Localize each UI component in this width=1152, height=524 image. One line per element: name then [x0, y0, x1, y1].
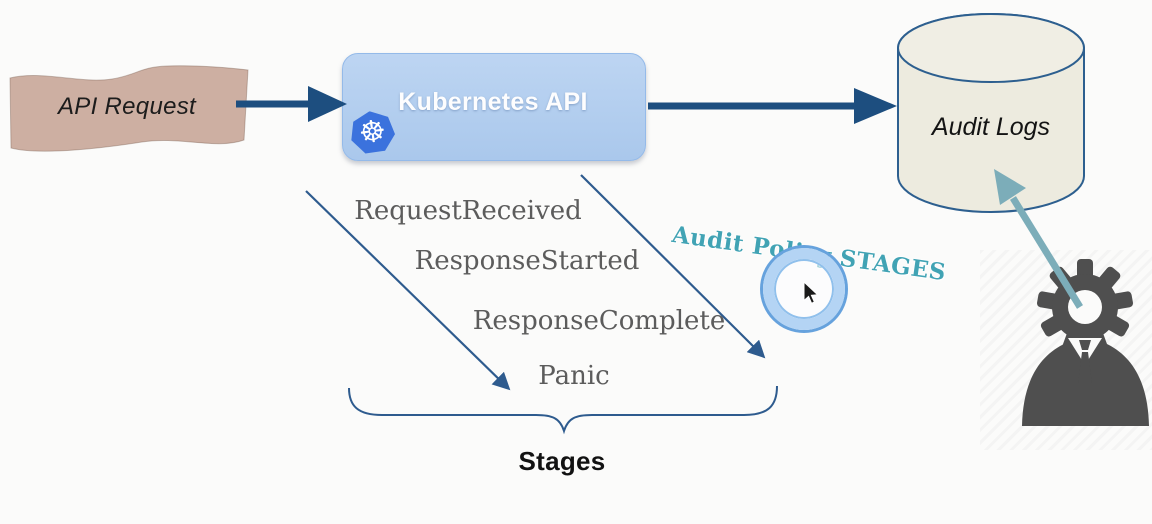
- person-body: [1022, 336, 1149, 426]
- stage-label-request-received: RequestReceived: [354, 196, 582, 226]
- api-request-label: API Request: [57, 93, 197, 120]
- stages-group-label: Stages: [518, 446, 606, 476]
- stage-arrow-right: [580, 174, 766, 359]
- flow-arrow-api-to-logs: [648, 88, 897, 124]
- stage-label-panic: Panic: [538, 361, 610, 391]
- audit-logs-cylinder: [897, 13, 1085, 213]
- stage-arrow-left: [305, 190, 511, 391]
- stages-brace: [348, 385, 778, 435]
- admin-arrow-to-logs: [994, 169, 1083, 309]
- kubernetes-api-label: Kubernetes API: [398, 88, 588, 116]
- stage-label-response-complete: ResponseComplete: [472, 306, 726, 336]
- api-request-banner: [9, 65, 249, 152]
- flow-arrow-request-to-api: [236, 86, 347, 122]
- mouse-cursor-icon: [803, 281, 819, 304]
- audit-logs-label: Audit Logs: [931, 113, 1051, 141]
- stage-label-response-started: ResponseStarted: [414, 246, 640, 276]
- kubernetes-api-box: [342, 53, 646, 161]
